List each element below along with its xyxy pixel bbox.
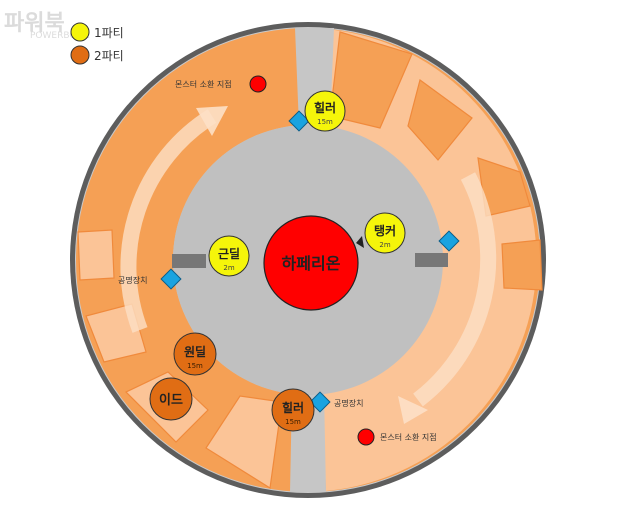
legend-party1-swatch [70,22,90,42]
watermark: 파워북 POWERBOOK [4,11,91,41]
flow-arrow-left [120,109,217,333]
outer-block [407,78,473,161]
legend: 1파티 2파티 [70,22,124,65]
party1-tank-range: 2m [379,241,390,249]
party1-tank-role: 탱커 [374,223,396,238]
party2-healer-range: 15m [285,418,301,426]
party1-melee-token [208,235,250,277]
boss-marker [263,215,359,311]
party2-ranged-token [173,332,217,376]
party2-healer: 힐러 15m [271,388,315,432]
party1-healer: 힐러 15m [304,90,346,132]
watermark-main: 파워북 [4,11,65,36]
flow-arrow-right [413,172,497,407]
flow-arrow-right-head [398,396,428,424]
party1-tank-token [364,212,406,254]
device-bar-left [172,254,206,268]
party2-healer-role: 힐러 [282,400,304,415]
device-icon-right [438,230,460,252]
device-label-bottom: 공명장치 [334,398,363,408]
party1-melee-role: 근딜 [218,247,240,261]
party1-healer-token [304,90,346,132]
device-bar-right [415,253,448,267]
party1-healer-range: 15m [317,118,333,126]
outer-block [501,239,543,291]
legend-party1-label: 1파티 [94,26,124,40]
device-label-left: 공명장치 [118,275,147,285]
party1-melee: 근딜 2m [208,235,250,277]
party2-id: 이드 [149,377,193,421]
device-icon-top [288,110,310,132]
party2-id-role: 이드 [159,392,183,408]
outer-block [329,31,413,129]
party1-healer-role: 힐러 [314,100,336,115]
monster-spawn-icon-bottom [357,428,375,446]
monster-spawn-icon-top [249,75,267,93]
outer-blocks [77,31,543,489]
party2-ranged-role: 원딜 [184,345,206,359]
monster-spawn-label-bottom: 몬스터 소환 지점 [380,432,437,442]
watermark-sub: POWERBOOK [30,31,91,41]
party2-healer-token [271,388,315,432]
party2-id-token [149,377,193,421]
resonance-devices [160,110,460,413]
outer-block [77,229,115,281]
device-icon-bottom [309,391,331,413]
boss-label: 하페리온 [282,254,341,273]
legend-party2-swatch [70,45,90,65]
party1-melee-range: 2m [223,264,234,272]
party1-tank: 탱커 2m [364,212,406,254]
monster-spawn-label-top: 몬스터 소환 지점 [175,79,232,89]
device-icon-left [160,268,182,290]
boss-facing-indicator [356,236,364,248]
flow-arrow-left-head [196,106,228,136]
party2-ranged: 원딜 15m [173,332,217,376]
party2-ranged-range: 15m [187,362,203,370]
legend-party2-label: 2파티 [94,49,124,63]
